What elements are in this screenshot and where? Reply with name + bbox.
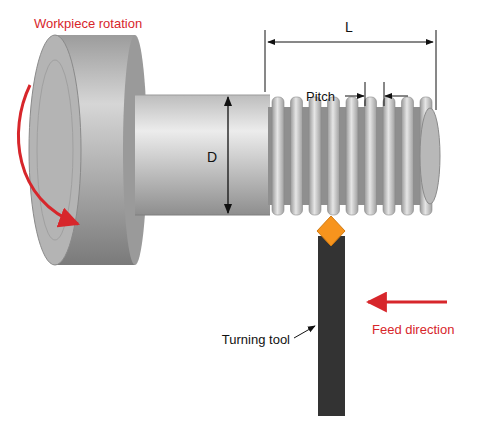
pitch-label: Pitch — [306, 89, 335, 104]
turning-tool — [317, 216, 345, 416]
pitch-dimension — [345, 82, 408, 106]
diameter-dimension — [227, 97, 228, 213]
length-dimension — [265, 30, 436, 110]
tool-leader — [294, 326, 315, 338]
thread — [268, 97, 440, 215]
chuck-cylinder — [29, 35, 147, 265]
diameter-label: D — [207, 150, 217, 165]
shaft — [135, 95, 270, 215]
feed-label: Feed direction — [372, 322, 454, 337]
feed-arrow — [368, 301, 447, 304]
length-label: L — [345, 20, 353, 35]
rotation-arrow — [18, 85, 78, 224]
tool-label: Turning tool — [222, 332, 290, 347]
rotation-label: Workpiece rotation — [34, 16, 142, 31]
